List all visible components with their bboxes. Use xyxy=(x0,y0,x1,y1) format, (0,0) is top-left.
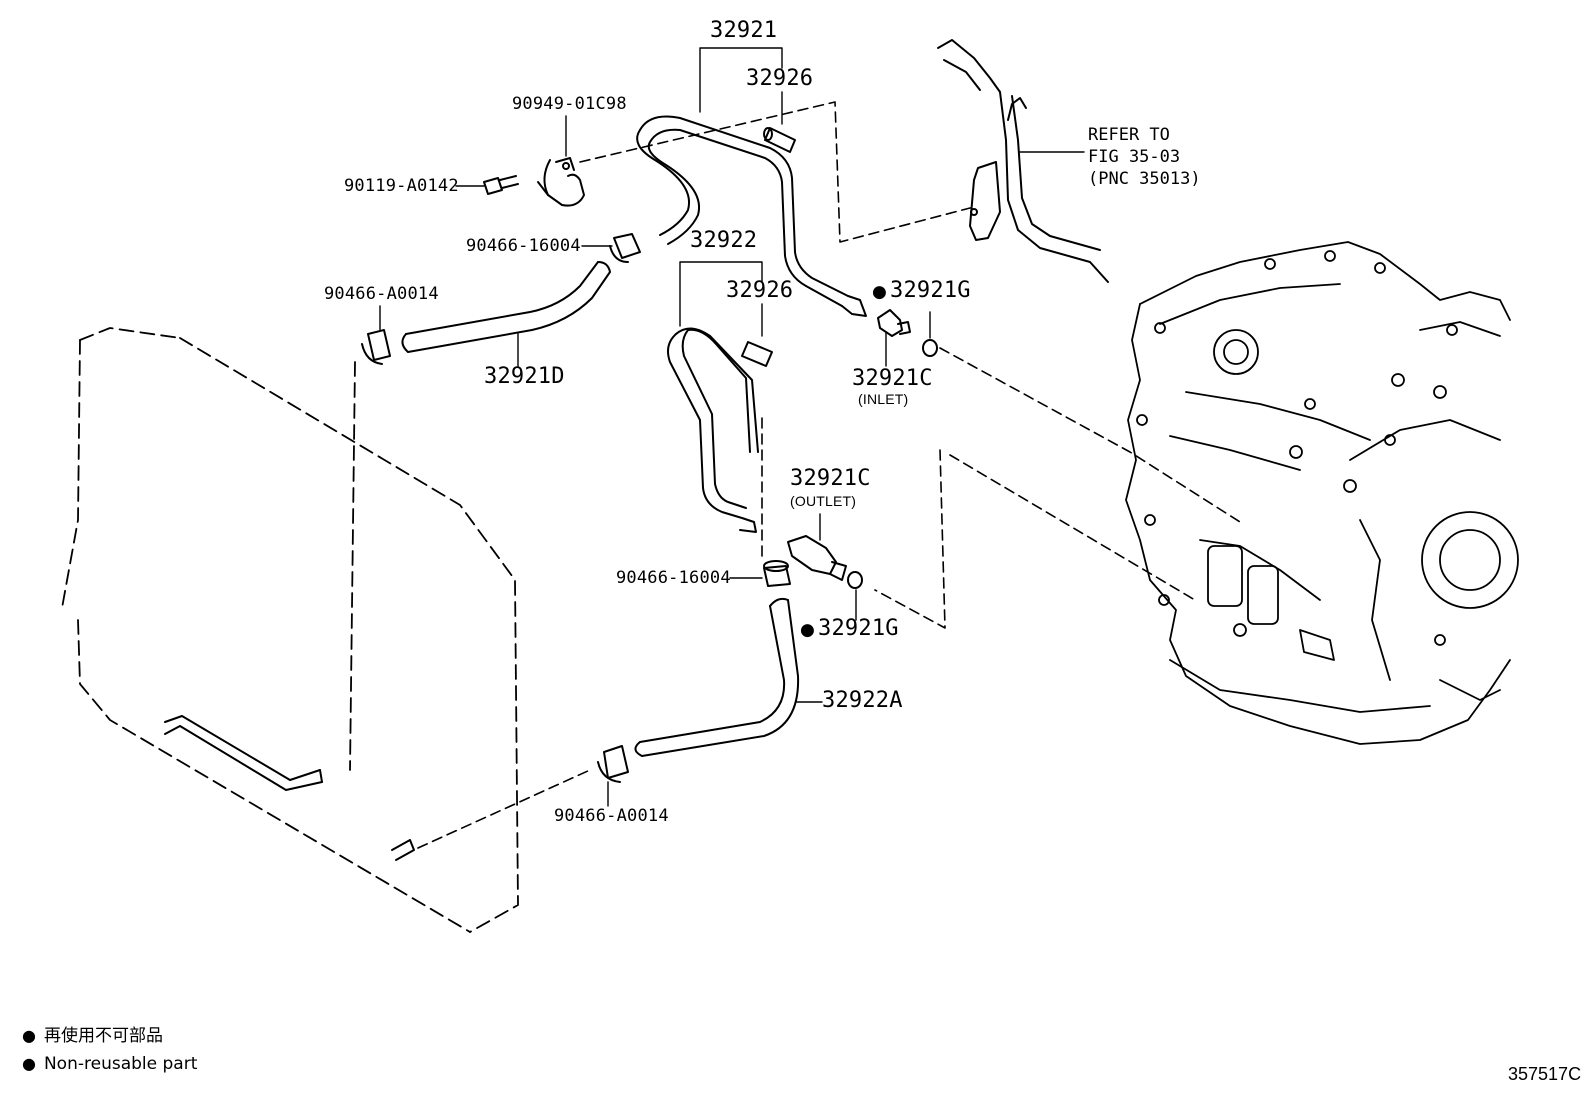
callout-90466-16004-top[interactable]: 90466-16004 xyxy=(466,236,581,256)
transmission-assembly xyxy=(1125,241,1519,745)
callout-32921G-bottom[interactable]: 32921G xyxy=(800,618,899,640)
inlet-note: (INLET) xyxy=(858,391,909,407)
non-reusable-bullet-icon: ● xyxy=(22,1026,36,1045)
legend-english: Non-reusable part xyxy=(43,1054,198,1074)
clamp-90466-16004-bottom xyxy=(763,560,791,587)
callout-90466-A0014-top[interactable]: 90466-A0014 xyxy=(324,284,439,304)
refer-line-2[interactable]: FIG 35-03 xyxy=(1088,147,1181,167)
clamp-90466-16004-top xyxy=(609,233,641,263)
legend-row-english: ● Non-reusable part xyxy=(22,1050,197,1078)
callout-32926-mid[interactable]: 32926 xyxy=(726,278,794,303)
dashed-leaders xyxy=(417,101,1241,849)
sleeve-32926-top xyxy=(763,127,796,153)
outlet-note: (OUTLET) xyxy=(790,493,857,509)
callout-90466-16004-bottom[interactable]: 90466-16004 xyxy=(616,568,731,588)
radiator-pipe-upper xyxy=(164,715,323,791)
radiator-outline xyxy=(61,327,519,933)
clamp-90466-A0014-bottom xyxy=(597,745,629,783)
legend-japanese: 再使用不可部品 xyxy=(43,1026,163,1046)
callout-32922[interactable]: 32922 xyxy=(690,228,758,253)
o-ring-32921G-bottom xyxy=(847,571,863,589)
callout-90466-A0014-bottom[interactable]: 90466-A0014 xyxy=(554,806,669,826)
refer-note: REFER TO FIG 35-03 (PNC 35013) xyxy=(1088,124,1201,190)
hose-32921D xyxy=(401,261,611,353)
non-reusable-bullet-icon: ● xyxy=(22,1054,36,1073)
dipstick-tube xyxy=(937,39,1109,283)
callout-32921G-top[interactable]: 32921G xyxy=(872,280,971,302)
hose-32921 xyxy=(636,115,867,317)
callout-32921[interactable]: 32921 xyxy=(710,18,778,43)
hose-32922 xyxy=(667,327,759,533)
clamp-90949 xyxy=(537,157,585,207)
bolt-90119 xyxy=(483,175,519,195)
callout-32921C-inlet[interactable]: 32921C xyxy=(852,366,933,391)
callout-32926-top[interactable]: 32926 xyxy=(746,66,814,91)
callout-32922A[interactable]: 32922A xyxy=(822,688,903,713)
radiator-pipe-lower xyxy=(391,839,415,861)
callout-32921C-outlet[interactable]: 32921C xyxy=(790,466,871,491)
legend-row-japanese: ● 再使用不可部品 xyxy=(22,1022,197,1050)
legend: ● 再使用不可部品 ● Non-reusable part xyxy=(22,1022,197,1078)
refer-line-3: (PNC 35013) xyxy=(1088,169,1201,189)
figure-id: 357517C xyxy=(1508,1064,1582,1084)
callout-leaders xyxy=(379,47,931,807)
callout-90949-01C98[interactable]: 90949-01C98 xyxy=(512,94,627,114)
o-ring-32921G-top xyxy=(922,339,938,357)
sleeve-32926-mid xyxy=(741,341,773,367)
connector-32921C-inlet xyxy=(877,309,911,337)
clamp-90466-A0014-top xyxy=(361,329,391,365)
hose-32922A xyxy=(634,597,800,757)
refer-line-1: REFER TO xyxy=(1088,125,1170,145)
connector-32921C-outlet xyxy=(787,535,847,581)
callout-90119-A0142[interactable]: 90119-A0142 xyxy=(344,176,459,196)
callout-32921D[interactable]: 32921D xyxy=(484,364,565,389)
